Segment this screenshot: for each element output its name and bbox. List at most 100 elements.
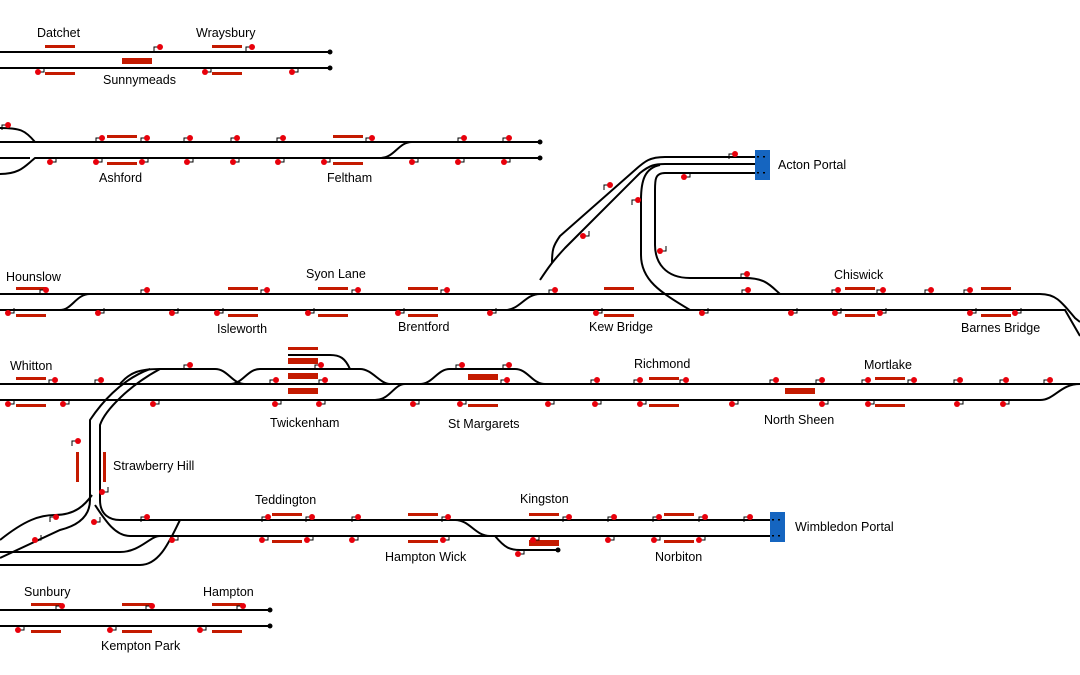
signal-icon[interactable] bbox=[169, 310, 175, 316]
signal-icon[interactable] bbox=[729, 401, 735, 407]
portal-block[interactable] bbox=[770, 512, 785, 542]
signal-icon[interactable] bbox=[747, 514, 753, 520]
platform-mortlake[interactable] bbox=[875, 404, 905, 407]
signal-icon[interactable] bbox=[184, 159, 190, 165]
signal-icon[interactable] bbox=[275, 159, 281, 165]
signal-icon[interactable] bbox=[240, 603, 246, 609]
platform-whitton[interactable] bbox=[16, 377, 46, 380]
platform-brentford[interactable] bbox=[408, 314, 438, 317]
track-hounslow-crossover-mid[interactable] bbox=[504, 293, 541, 311]
platform-richmond[interactable] bbox=[649, 377, 679, 380]
platform-feltham[interactable] bbox=[333, 162, 363, 165]
platform-barnes-bridge[interactable] bbox=[981, 287, 1011, 290]
signal-icon[interactable] bbox=[95, 310, 101, 316]
signal-icon[interactable] bbox=[355, 514, 361, 520]
signal-icon[interactable] bbox=[144, 514, 150, 520]
signal-icon[interactable] bbox=[877, 310, 883, 316]
platform-chiswick[interactable] bbox=[845, 314, 875, 317]
signal-icon[interactable] bbox=[52, 377, 58, 383]
signal-icon[interactable] bbox=[593, 310, 599, 316]
signal-icon[interactable] bbox=[744, 271, 750, 277]
platform-whitton[interactable] bbox=[16, 404, 46, 407]
platform-datchet[interactable] bbox=[45, 72, 75, 75]
signal-icon[interactable] bbox=[865, 377, 871, 383]
platform-hampton-wick[interactable] bbox=[408, 513, 438, 516]
platform-ashford[interactable] bbox=[107, 135, 137, 138]
platform-twickenham[interactable] bbox=[288, 347, 318, 350]
signal-icon[interactable] bbox=[32, 537, 38, 543]
signal-icon[interactable] bbox=[395, 310, 401, 316]
signal-icon[interactable] bbox=[788, 310, 794, 316]
signal-icon[interactable] bbox=[880, 287, 886, 293]
platform-brentford[interactable] bbox=[408, 287, 438, 290]
track-strawberry-west[interactable] bbox=[0, 368, 151, 559]
signal-icon[interactable] bbox=[657, 248, 663, 254]
signal-icon[interactable] bbox=[967, 310, 973, 316]
signal-icon[interactable] bbox=[506, 362, 512, 368]
signal-icon[interactable] bbox=[316, 401, 322, 407]
signal-icon[interactable] bbox=[144, 287, 150, 293]
platform-strawberry-hill[interactable] bbox=[76, 452, 79, 482]
platform-twickenham[interactable] bbox=[288, 388, 318, 394]
signal-icon[interactable] bbox=[656, 514, 662, 520]
signal-icon[interactable] bbox=[355, 287, 361, 293]
signal-icon[interactable] bbox=[637, 377, 643, 383]
track-richmond-down[interactable] bbox=[0, 383, 1080, 401]
platform-kempton-park[interactable] bbox=[122, 603, 152, 606]
signal-icon[interactable] bbox=[304, 537, 310, 543]
signal-icon[interactable] bbox=[265, 514, 271, 520]
platform-sunnymeads[interactable] bbox=[122, 58, 152, 64]
track-richmond-loop-3[interactable] bbox=[374, 383, 406, 401]
platform-isleworth[interactable] bbox=[228, 314, 258, 317]
portal-block[interactable] bbox=[755, 150, 770, 180]
track-feltham-down[interactable] bbox=[0, 157, 540, 175]
track-feltham-crossover[interactable] bbox=[379, 141, 413, 159]
platform-teddington[interactable] bbox=[272, 513, 302, 516]
signal-icon[interactable] bbox=[43, 287, 49, 293]
track-kingston-loop[interactable] bbox=[494, 535, 558, 551]
signal-icon[interactable] bbox=[928, 287, 934, 293]
platform-ashford[interactable] bbox=[107, 162, 137, 165]
platform-hampton[interactable] bbox=[212, 630, 242, 633]
platform-wraysbury[interactable] bbox=[212, 72, 242, 75]
platform-feltham[interactable] bbox=[333, 135, 363, 138]
platform-syon-lane[interactable] bbox=[318, 314, 348, 317]
track-hounslow-up[interactable] bbox=[0, 293, 1080, 323]
platform-hampton[interactable] bbox=[212, 603, 242, 606]
signal-icon[interactable] bbox=[611, 514, 617, 520]
platform-strawberry-hill[interactable] bbox=[103, 452, 106, 482]
platform-kew-bridge[interactable] bbox=[604, 287, 634, 290]
signal-icon[interactable] bbox=[545, 401, 551, 407]
signal-icon[interactable] bbox=[832, 310, 838, 316]
signal-icon[interactable] bbox=[230, 159, 236, 165]
signal-icon[interactable] bbox=[732, 151, 738, 157]
platform-barnes-bridge[interactable] bbox=[981, 314, 1011, 317]
signal-icon[interactable] bbox=[637, 401, 643, 407]
signal-icon[interactable] bbox=[144, 135, 150, 141]
signal-icon[interactable] bbox=[459, 362, 465, 368]
signal-icon[interactable] bbox=[149, 603, 155, 609]
signal-icon[interactable] bbox=[47, 159, 53, 165]
track-strawberry-curve2[interactable] bbox=[94, 504, 770, 537]
platform-mortlake[interactable] bbox=[875, 377, 905, 380]
signal-icon[interactable] bbox=[552, 287, 558, 293]
signal-icon[interactable] bbox=[651, 537, 657, 543]
signal-icon[interactable] bbox=[696, 537, 702, 543]
signal-icon[interactable] bbox=[1047, 377, 1053, 383]
signal-icon[interactable] bbox=[202, 69, 208, 75]
signal-icon[interactable] bbox=[967, 287, 973, 293]
track-richmond-loop-4[interactable] bbox=[419, 368, 546, 385]
signal-icon[interactable] bbox=[457, 401, 463, 407]
platform-twickenham[interactable] bbox=[288, 373, 318, 379]
signal-icon[interactable] bbox=[745, 287, 751, 293]
track-acton-lower[interactable] bbox=[654, 172, 781, 295]
signal-icon[interactable] bbox=[501, 159, 507, 165]
signal-icon[interactable] bbox=[15, 627, 21, 633]
platform-syon-lane[interactable] bbox=[318, 287, 348, 290]
signal-icon[interactable] bbox=[99, 489, 105, 495]
signal-icon[interactable] bbox=[773, 377, 779, 383]
signal-icon[interactable] bbox=[515, 551, 521, 557]
signal-icon[interactable] bbox=[53, 514, 59, 520]
signal-icon[interactable] bbox=[349, 537, 355, 543]
signal-icon[interactable] bbox=[91, 519, 97, 525]
